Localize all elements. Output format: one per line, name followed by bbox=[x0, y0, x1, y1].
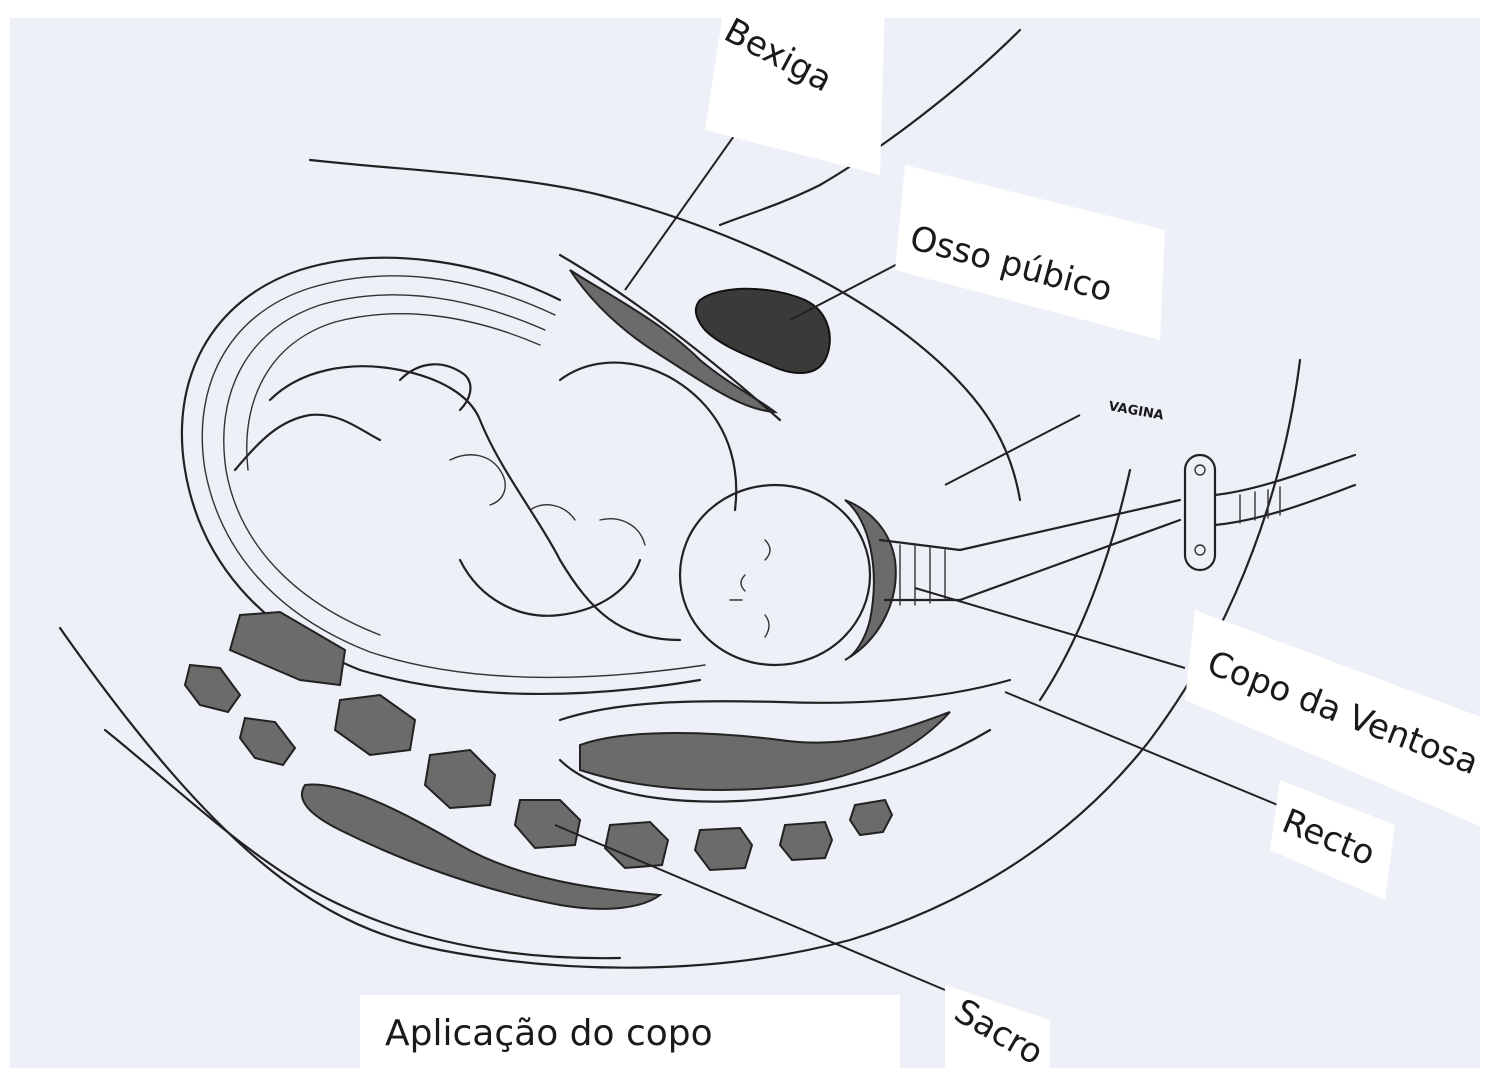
caption: Aplicação do copo bbox=[385, 1013, 713, 1054]
paper-background bbox=[10, 18, 1480, 1068]
